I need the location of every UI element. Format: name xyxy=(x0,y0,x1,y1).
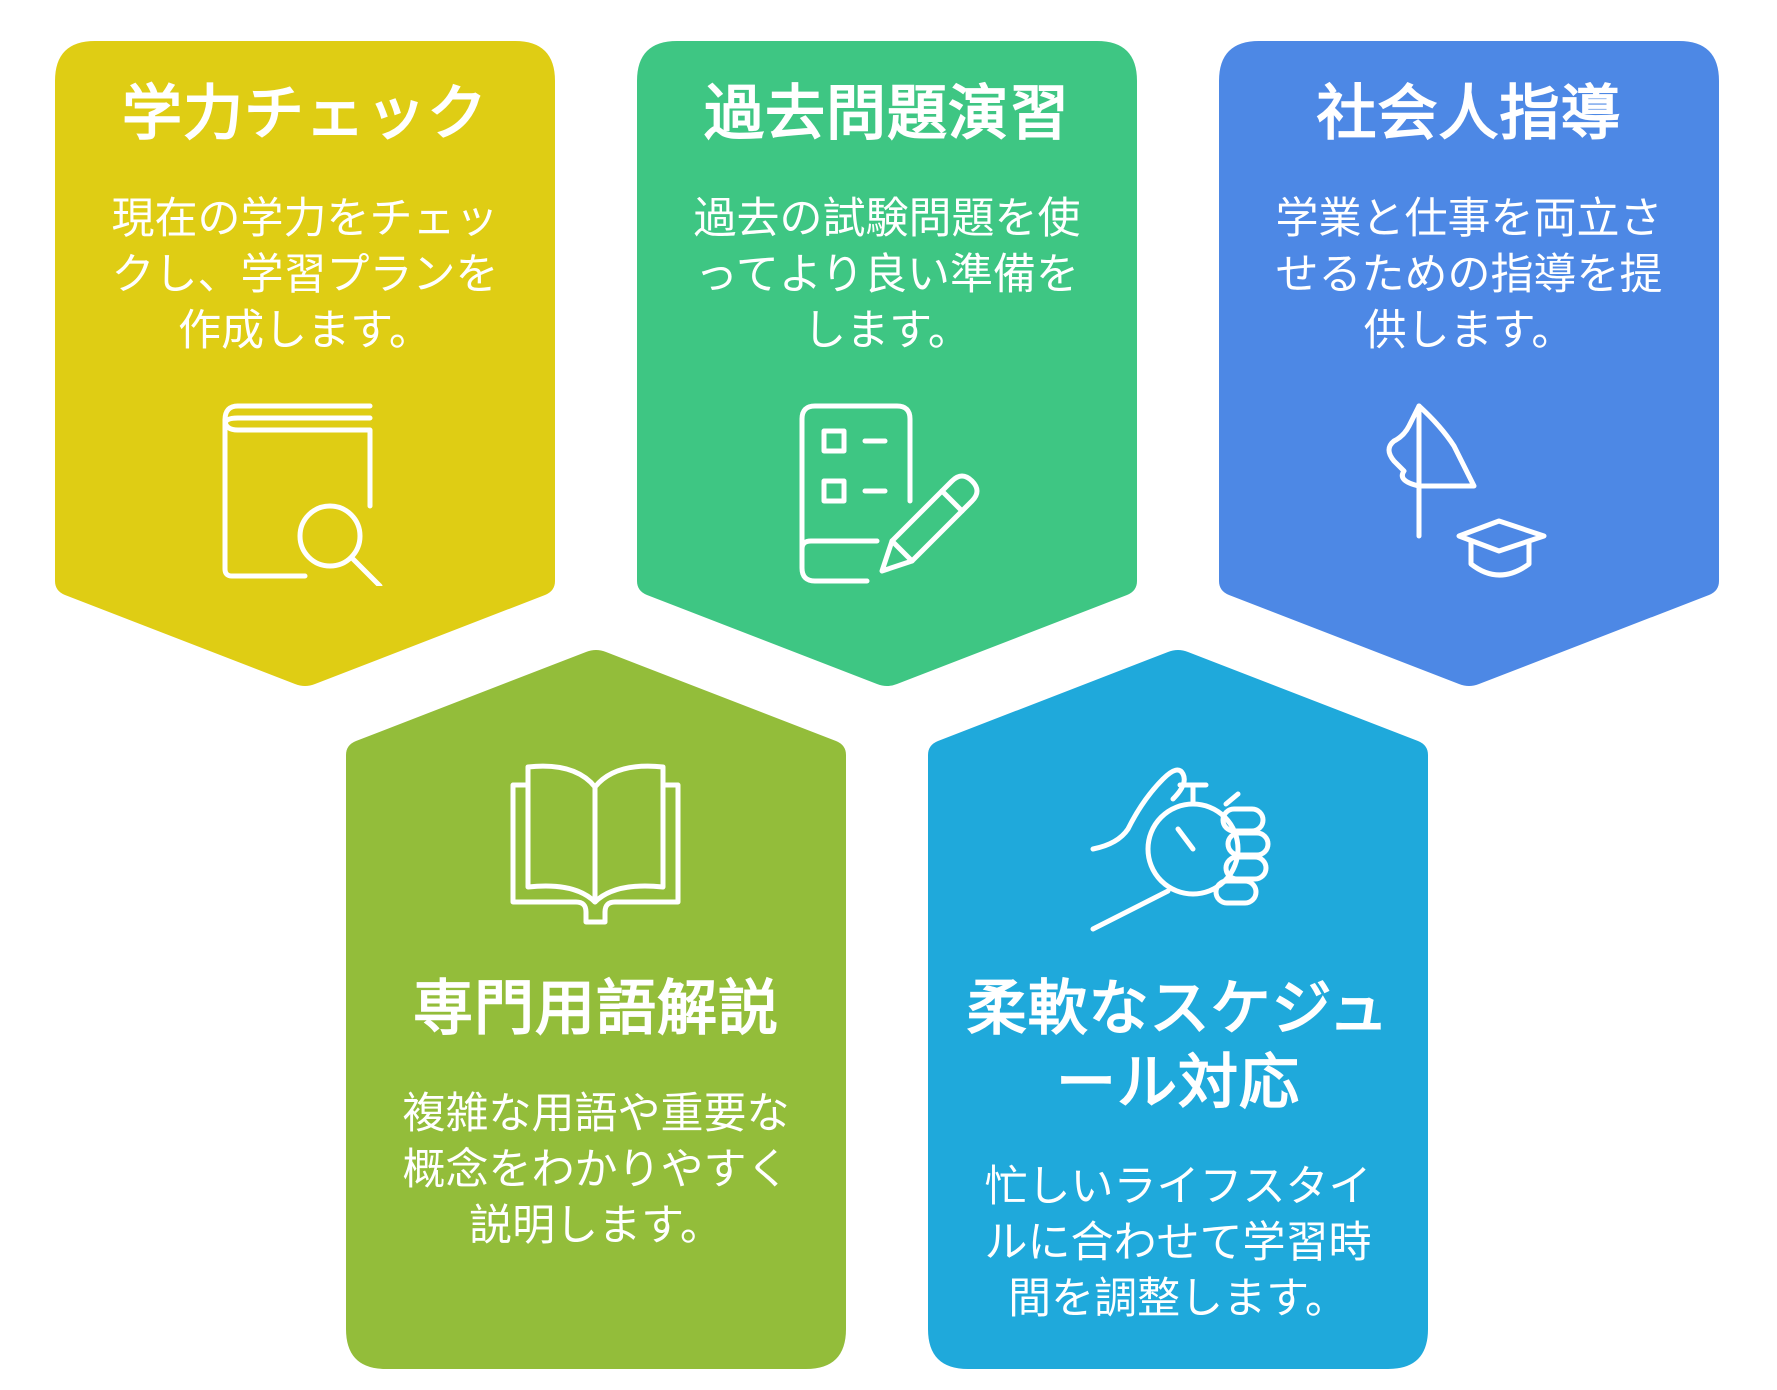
card-background xyxy=(928,650,1428,1369)
card-title: 学力チェック xyxy=(122,79,488,149)
card-title-line-2: ール対応 xyxy=(1056,1048,1300,1118)
open-book-icon xyxy=(508,757,683,927)
card-title: 過去問題演習 xyxy=(704,79,1070,149)
card-description: 過去の試験問題を使ってより良い準備をします。 xyxy=(693,194,1081,356)
card-skill-check: 学力チェック 現在の学力をチェックし、学習プランを作成します。 xyxy=(55,41,555,686)
card-background xyxy=(1219,41,1719,686)
card-background xyxy=(346,650,846,1369)
card-description: 現在の学力をチェックし、学習プランを作成します。 xyxy=(111,194,499,356)
card-description: 忙しいライフスタイルに合わせて学習時間を調整します。 xyxy=(984,1162,1372,1324)
card-flexible-schedule: 柔軟なスケジュ ール対応 忙しいライフスタイルに合わせて学習時間を調整します。 xyxy=(928,649,1428,1369)
card-background xyxy=(55,41,555,686)
card-working-adult-guidance: 社会人指導 学業と仕事を両立させるための指導を提供します。 xyxy=(1219,41,1719,686)
card-title: 柔軟なスケジュ ール対応 xyxy=(928,972,1428,1120)
card-description: 学業と仕事を両立させるための指導を提供します。 xyxy=(1275,194,1663,356)
card-past-exam-practice: 過去問題演習 過去の試験問題を使ってより良い準備をします。 xyxy=(637,41,1137,686)
card-description: 複雑な用語や重要な概念をわかりやすく説明します。 xyxy=(402,1089,790,1251)
card-background xyxy=(637,41,1137,686)
hand-stopwatch-icon xyxy=(1088,759,1278,934)
checklist-pencil-icon xyxy=(797,401,982,586)
book-search-icon xyxy=(220,396,390,586)
card-terminology-explanation: 専門用語解説 複雑な用語や重要な概念をわかりやすく説明します。 xyxy=(346,649,846,1369)
card-title: 専門用語解説 xyxy=(413,974,779,1044)
card-title-line-1: 柔軟なスケジュ xyxy=(966,974,1390,1044)
card-title: 社会人指導 xyxy=(1316,79,1622,149)
flag-graduation-cap-icon xyxy=(1379,401,1559,586)
